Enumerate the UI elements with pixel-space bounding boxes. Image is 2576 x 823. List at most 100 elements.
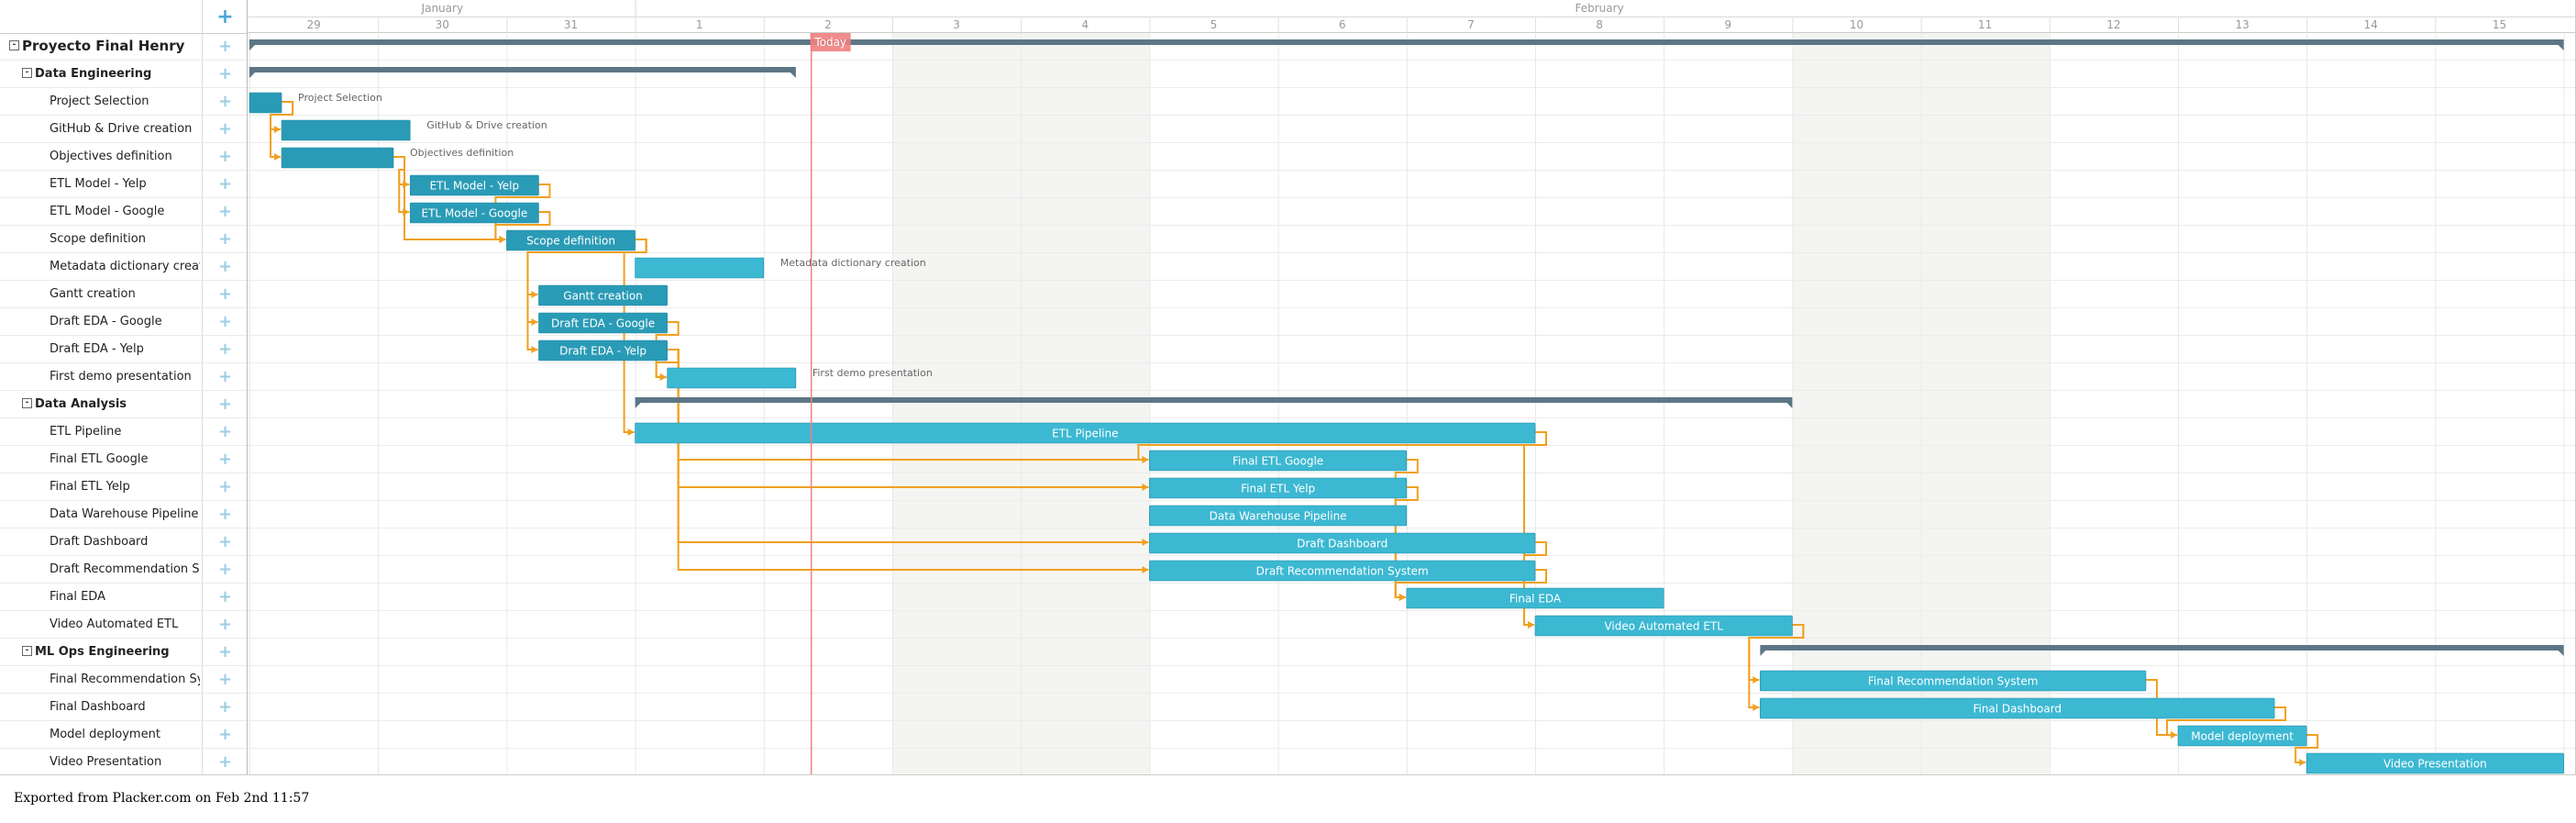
add-subtask-icon[interactable]: + <box>202 611 248 638</box>
task-row[interactable]: -Proyecto Final Henry+ <box>0 33 247 61</box>
task-name[interactable]: Data Warehouse Pipeline <box>50 501 200 528</box>
task-name[interactable]: Final Recommendation System <box>50 666 200 693</box>
task-bar[interactable] <box>409 174 539 196</box>
task-row[interactable]: Model deployment+ <box>0 721 247 749</box>
task-name[interactable]: ETL Pipeline <box>50 418 200 445</box>
task-bar[interactable] <box>1149 560 1536 582</box>
task-bar[interactable] <box>538 339 668 361</box>
task-bar[interactable] <box>1149 450 1408 472</box>
add-subtask-icon[interactable]: + <box>202 694 248 720</box>
task-row[interactable]: Final Recommendation System+ <box>0 666 247 694</box>
task-name[interactable]: ETL Model - Yelp <box>50 171 200 197</box>
add-subtask-icon[interactable]: + <box>202 143 248 170</box>
add-subtask-icon[interactable]: + <box>202 116 248 142</box>
add-subtask-icon[interactable]: + <box>202 528 248 555</box>
task-row[interactable]: Draft EDA - Google+ <box>0 308 247 336</box>
task-name[interactable]: Model deployment <box>50 721 200 748</box>
task-row[interactable]: Video Automated ETL+ <box>0 611 247 639</box>
add-subtask-icon[interactable]: + <box>202 473 248 500</box>
task-row[interactable]: Final EDA+ <box>0 584 247 611</box>
task-name[interactable]: Video Automated ETL <box>50 611 200 638</box>
task-row[interactable]: Final Dashboard+ <box>0 694 247 721</box>
task-row[interactable]: ETL Pipeline+ <box>0 418 247 446</box>
task-bar[interactable] <box>538 312 668 334</box>
add-subtask-icon[interactable]: + <box>202 749 248 774</box>
task-bar[interactable] <box>1149 532 1536 554</box>
summary-bar[interactable] <box>249 67 796 72</box>
task-name[interactable]: ETL Model - Google <box>50 198 200 225</box>
add-subtask-icon[interactable]: + <box>202 501 248 528</box>
task-name[interactable]: Scope definition <box>50 226 200 252</box>
task-bar[interactable] <box>635 422 1536 444</box>
task-name[interactable]: -Data Analysis <box>22 391 200 417</box>
task-bar[interactable] <box>281 119 411 141</box>
summary-bar[interactable] <box>1760 645 2564 651</box>
add-subtask-icon[interactable]: + <box>202 171 248 197</box>
task-row[interactable]: -ML Ops Engineering+ <box>0 639 247 666</box>
collapse-toggle-icon[interactable]: - <box>9 40 19 50</box>
add-subtask-icon[interactable]: + <box>202 391 248 417</box>
task-bar[interactable] <box>1406 587 1664 609</box>
task-bar[interactable] <box>667 367 797 389</box>
task-bar[interactable] <box>281 147 394 169</box>
add-subtask-icon[interactable]: + <box>202 721 248 748</box>
add-subtask-icon[interactable]: + <box>202 363 248 390</box>
task-row[interactable]: Scope definition+ <box>0 226 247 253</box>
add-subtask-icon[interactable]: + <box>202 584 248 610</box>
task-name[interactable]: Gantt creation <box>50 281 200 307</box>
task-name[interactable]: Draft EDA - Yelp <box>50 336 200 362</box>
add-subtask-icon[interactable]: + <box>202 336 248 362</box>
task-row[interactable]: -Data Analysis+ <box>0 391 247 418</box>
add-subtask-icon[interactable]: + <box>202 446 248 473</box>
collapse-toggle-icon[interactable]: - <box>22 646 32 656</box>
task-name[interactable]: Draft EDA - Google <box>50 308 200 335</box>
add-subtask-icon[interactable]: + <box>202 418 248 445</box>
task-bar[interactable] <box>1149 505 1408 527</box>
add-subtask-icon[interactable]: + <box>202 308 248 335</box>
task-row[interactable]: Draft Recommendation System+ <box>0 556 247 584</box>
task-bar[interactable] <box>506 229 636 251</box>
task-bar[interactable] <box>1534 615 1793 637</box>
task-bar[interactable] <box>1760 670 2147 692</box>
add-subtask-icon[interactable]: + <box>202 198 248 225</box>
task-row[interactable]: GitHub & Drive creation+ <box>0 116 247 143</box>
task-name[interactable]: Final Dashboard <box>50 694 200 720</box>
task-bar[interactable] <box>1760 697 2275 719</box>
task-row[interactable]: Data Warehouse Pipeline+ <box>0 501 247 528</box>
add-subtask-icon[interactable]: + <box>202 33 248 60</box>
task-row[interactable]: Draft EDA - Yelp+ <box>0 336 247 363</box>
summary-bar[interactable] <box>249 39 2564 45</box>
task-bar[interactable] <box>249 92 282 114</box>
task-bar[interactable] <box>538 284 668 306</box>
task-row[interactable]: Draft Dashboard+ <box>0 528 247 556</box>
add-subtask-icon[interactable]: + <box>202 556 248 583</box>
task-name[interactable]: Draft Recommendation System <box>50 556 200 583</box>
task-row[interactable]: ETL Model - Google+ <box>0 198 247 226</box>
task-name[interactable]: First demo presentation <box>50 363 200 390</box>
add-subtask-icon[interactable]: + <box>202 281 248 307</box>
task-name[interactable]: Video Presentation <box>50 749 200 774</box>
task-bar[interactable] <box>2305 752 2564 774</box>
summary-bar[interactable] <box>635 397 1793 403</box>
add-subtask-icon[interactable]: + <box>202 666 248 693</box>
task-row[interactable]: Video Presentation+ <box>0 749 248 774</box>
task-name[interactable]: Final ETL Yelp <box>50 473 200 500</box>
add-subtask-icon[interactable]: + <box>202 61 248 87</box>
add-subtask-icon[interactable]: + <box>202 88 248 115</box>
task-name[interactable]: -Proyecto Final Henry <box>9 33 200 60</box>
add-subtask-icon[interactable]: + <box>202 253 248 280</box>
task-name[interactable]: Draft Dashboard <box>50 528 200 555</box>
task-row[interactable]: Gantt creation+ <box>0 281 247 308</box>
task-row[interactable]: ETL Model - Yelp+ <box>0 171 247 198</box>
add-subtask-icon[interactable]: + <box>202 639 248 665</box>
task-name[interactable]: Objectives definition <box>50 143 200 170</box>
task-row[interactable]: -Data Engineering+ <box>0 61 247 88</box>
task-bar[interactable] <box>409 202 539 224</box>
collapse-toggle-icon[interactable]: - <box>22 398 32 408</box>
task-name[interactable]: -Data Engineering <box>22 61 200 87</box>
add-subtask-icon[interactable]: + <box>202 226 248 252</box>
task-row[interactable]: Metadata dictionary creation+ <box>0 253 247 281</box>
task-row[interactable]: Final ETL Google+ <box>0 446 247 473</box>
task-name[interactable]: Metadata dictionary creation <box>50 253 200 280</box>
task-name[interactable]: Project Selection <box>50 88 200 115</box>
